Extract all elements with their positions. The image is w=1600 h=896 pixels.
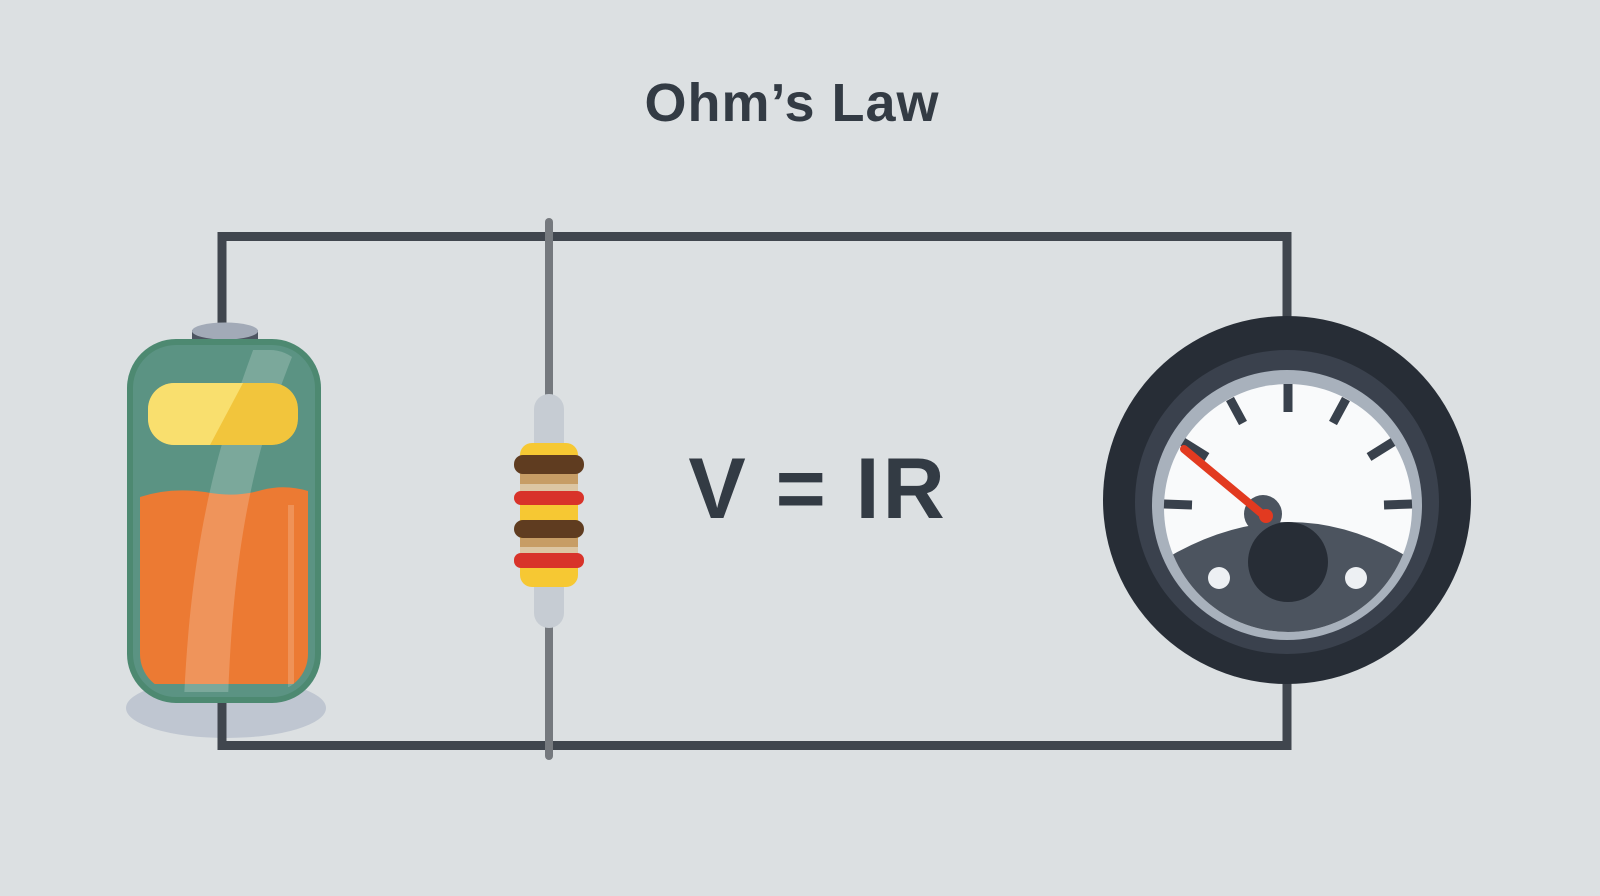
wire-bottom <box>217 672 1292 750</box>
meter-tick <box>1383 499 1413 510</box>
resistor-tan-section-2 <box>520 538 578 548</box>
meter-tick <box>1366 438 1396 461</box>
resistor <box>514 394 584 628</box>
resistor-tan-section-1 <box>520 473 578 485</box>
circuit-wires <box>217 232 1292 750</box>
meter-tick <box>1163 499 1193 510</box>
meter-tick <box>1226 396 1247 426</box>
battery-liquid-highlight-line <box>288 505 294 687</box>
meter-tick <box>1329 396 1350 426</box>
resistor-red-band-2 <box>514 553 584 568</box>
resistor-red-band-1 <box>514 491 584 505</box>
meter-screw-right <box>1345 567 1367 589</box>
battery-cap-top <box>192 322 258 340</box>
battery <box>127 322 321 703</box>
meter-hub <box>1248 522 1328 602</box>
meter-needle <box>1180 445 1271 522</box>
meter-tick <box>1180 438 1210 461</box>
resistor-brown-band-2 <box>514 520 584 538</box>
battery-liquid <box>140 487 308 684</box>
meter <box>1103 316 1471 684</box>
meter-needle-base <box>1259 509 1273 523</box>
page-title: Ohm’s Law <box>644 73 939 133</box>
resistor-tan-light-section-1 <box>520 484 578 492</box>
meter-screw-left <box>1208 567 1230 589</box>
battery-yellow-band-highlight <box>148 383 243 445</box>
formula-label: V = IR <box>688 441 947 537</box>
resistor-brown-band-1 <box>514 455 584 474</box>
battery-glass-highlight <box>184 350 298 692</box>
meter-ticks <box>1163 384 1413 510</box>
wire-top <box>217 232 1292 342</box>
resistor-tan-light-section-2 <box>520 547 578 554</box>
